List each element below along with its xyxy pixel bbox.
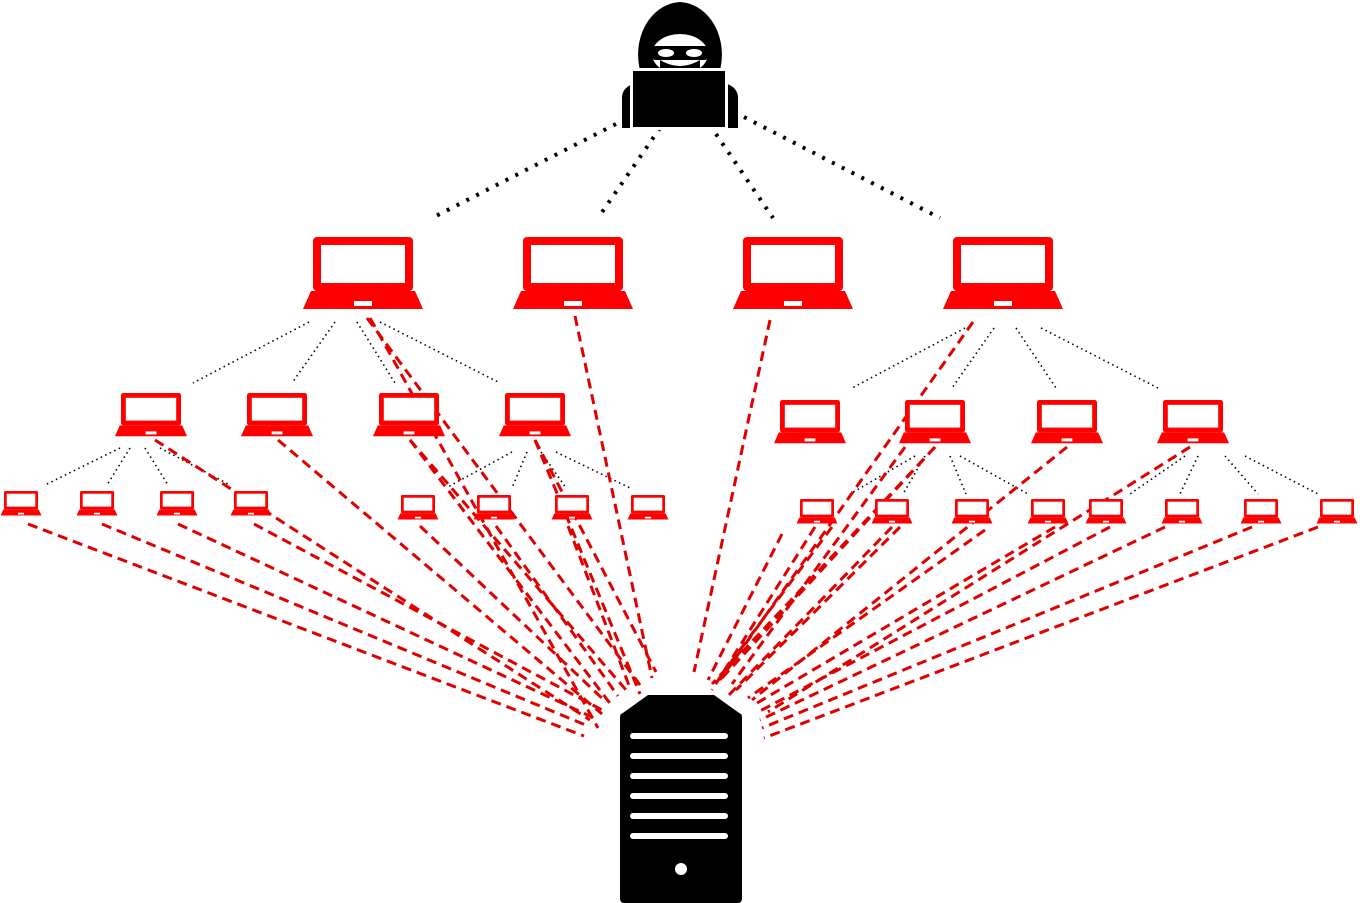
- attack-link: [759, 525, 1166, 722]
- control-link: [1179, 455, 1199, 495]
- attack-link: [566, 525, 632, 689]
- control-link: [192, 321, 310, 384]
- drive-bay: [630, 773, 728, 779]
- attack-link: [751, 525, 1056, 708]
- zombie-laptop-icon: [951, 499, 993, 524]
- attack-link: [767, 445, 1191, 714]
- attack-link: [408, 439, 628, 691]
- attack-link: [718, 321, 975, 681]
- agent-laptop-icon: [373, 393, 445, 437]
- attack-link: [692, 319, 772, 673]
- control-link: [949, 455, 967, 495]
- control-link: [511, 451, 528, 489]
- zombie-laptop-icon: [473, 495, 515, 520]
- drive-bay: [630, 753, 728, 759]
- control-link: [106, 447, 131, 486]
- attack-link: [761, 525, 1253, 730]
- control-link: [851, 327, 966, 389]
- attack-link: [27, 522, 585, 738]
- agent-laptop-icon: [241, 393, 313, 437]
- control-link: [743, 115, 941, 220]
- zombie-laptop-icon: [1085, 499, 1127, 524]
- control-link: [951, 327, 995, 389]
- attack-link: [533, 439, 658, 673]
- control-links: [44, 115, 1319, 495]
- control-link: [555, 451, 631, 489]
- attack-link: [573, 315, 654, 679]
- agent-laptop-icon: [1157, 400, 1229, 444]
- control-link: [1224, 455, 1259, 495]
- control-link: [1244, 455, 1319, 495]
- attack-link: [757, 525, 1111, 714]
- control-link: [1129, 455, 1186, 495]
- attack-link: [747, 528, 986, 700]
- zombie-laptop-icon: [1161, 499, 1203, 524]
- attack-link: [710, 445, 937, 686]
- attack-link: [730, 446, 907, 685]
- attack-link: [253, 522, 603, 712]
- handler-laptop-icon: [943, 237, 1063, 309]
- agent-laptop-icon: [774, 400, 846, 444]
- attack-link: [706, 533, 784, 681]
- control-link: [1015, 327, 1057, 389]
- attack-link: [763, 525, 1319, 740]
- attack-link: [734, 525, 902, 692]
- zombie-laptop-icon: [871, 499, 913, 524]
- zombie-laptop-icon: [796, 499, 838, 524]
- control-link: [356, 321, 396, 384]
- zombie-laptop-icon: [1240, 499, 1282, 524]
- agent-laptop-icon: [899, 400, 971, 444]
- handler-laptop-icon: [733, 237, 853, 309]
- zombie-laptop-icon: [1027, 499, 1069, 524]
- attack-link: [751, 445, 1068, 702]
- attack-link: [418, 524, 608, 704]
- agent-laptop-icon: [499, 393, 571, 437]
- attack-link: [724, 525, 894, 700]
- power-led: [675, 863, 687, 875]
- hooded-hacker-icon: [622, 2, 738, 130]
- drive-bay: [630, 793, 728, 799]
- zombie-laptop-icon: [156, 491, 198, 516]
- zombie-laptop-icon: [76, 491, 118, 516]
- zombie-laptop-icon: [627, 495, 669, 520]
- attack-link: [154, 438, 591, 722]
- control-link: [144, 447, 169, 486]
- control-link: [431, 122, 617, 220]
- zombie-laptop-icon: [551, 495, 593, 520]
- attack-link: [714, 526, 834, 683]
- handler-laptop-icon: [513, 237, 633, 309]
- attack-link: [408, 439, 614, 707]
- control-link: [1040, 327, 1159, 389]
- agent-laptop-icon: [1031, 400, 1103, 444]
- control-link: [159, 447, 231, 486]
- attack-link: [101, 522, 589, 728]
- handler-laptop-icon: [303, 237, 423, 309]
- attack-link: [177, 522, 595, 720]
- zombie-laptop-icon: [397, 495, 439, 520]
- zombie-laptop-icon: [0, 491, 42, 516]
- attack-link: [710, 526, 817, 691]
- attack-link: [277, 438, 603, 716]
- drive-bay: [630, 733, 728, 739]
- zombie-laptop-icon: [230, 491, 272, 516]
- zombie-laptop-icon: [1316, 499, 1358, 524]
- agent-laptop-icon: [115, 393, 187, 437]
- drive-bay: [630, 813, 728, 819]
- server-tower-icon: [620, 695, 742, 903]
- attack-link: [533, 439, 642, 695]
- drive-bay: [630, 833, 728, 839]
